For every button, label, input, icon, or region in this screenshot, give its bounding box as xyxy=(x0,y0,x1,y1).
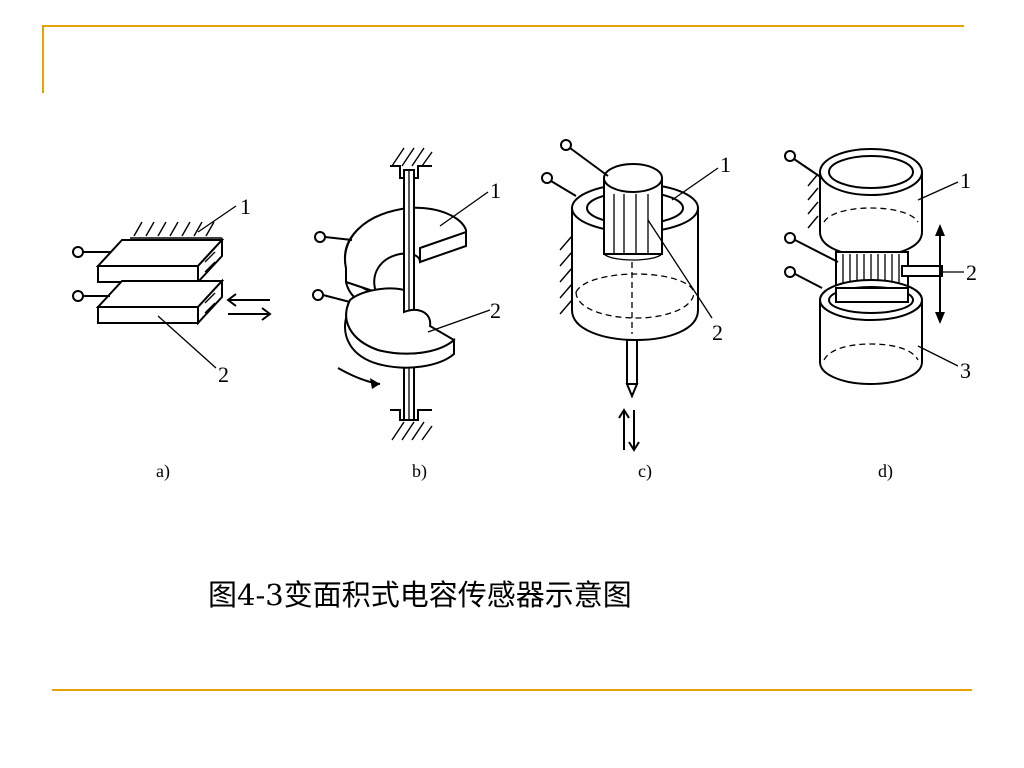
part-label-1: 1 xyxy=(960,168,971,193)
terminal-icon xyxy=(312,289,324,301)
bottom-accent-line xyxy=(52,689,972,691)
figure-sublabel: c) xyxy=(638,461,652,482)
top-accent-line xyxy=(42,25,964,27)
rotating-half-disc xyxy=(344,287,456,369)
upper-plate xyxy=(95,237,225,285)
vertical-motion-arrow xyxy=(935,224,945,324)
terminal-icon xyxy=(541,172,553,184)
wall-hatch xyxy=(807,173,819,229)
figure-b: 1 2 b) xyxy=(312,147,501,482)
figure-caption: 图4-3变面积式电容传感器示意图 xyxy=(208,578,632,612)
terminal-icon xyxy=(314,231,326,243)
terminal-icon xyxy=(784,232,796,244)
left-accent-line xyxy=(42,25,44,93)
figure-sublabel: a) xyxy=(156,461,170,482)
part-label-2: 2 xyxy=(490,298,501,323)
terminal-icon xyxy=(784,266,796,278)
part-label-1: 1 xyxy=(720,152,731,177)
part-label-2: 2 xyxy=(218,362,229,387)
terminal-icon xyxy=(560,139,572,151)
figure-sublabel: d) xyxy=(878,461,893,482)
lower-cylinder xyxy=(819,279,923,386)
figure-d: 1 2 3 d) xyxy=(784,148,977,482)
inner-piston xyxy=(603,163,663,261)
part-label-2: 2 xyxy=(712,320,723,345)
piston-rod xyxy=(625,262,639,399)
part-label-3: 3 xyxy=(960,358,971,383)
figure-sublabel: b) xyxy=(412,461,427,482)
figure-c: 1 2 c) xyxy=(541,139,731,482)
fixed-support-hatch xyxy=(130,221,222,239)
horizontal-motion-arrows xyxy=(226,293,272,321)
wall-hatch xyxy=(559,235,573,315)
part-label-2: 2 xyxy=(966,260,977,285)
side-pin xyxy=(901,265,943,277)
lower-plate xyxy=(95,278,225,326)
part-label-1: 1 xyxy=(490,178,501,203)
terminal-icon xyxy=(72,246,84,258)
terminal-icon xyxy=(72,290,84,302)
upper-cylinder xyxy=(819,148,923,258)
terminal-icon xyxy=(784,150,796,162)
part-label-1: 1 xyxy=(240,194,251,219)
figure-a: 1 2 a) xyxy=(72,194,272,482)
vertical-motion-arrows xyxy=(618,408,640,452)
